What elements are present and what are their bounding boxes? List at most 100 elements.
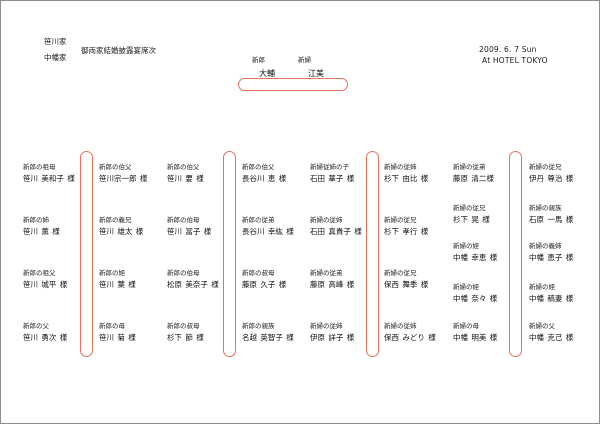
guest-entry: 新婦の従姉石田 真貴子 様 [310,216,362,236]
guest-entry: 新婦の義姉中幡 恵子 様 [529,242,573,262]
guest-entry: 新郎の姪笹川 葉 様 [99,269,136,289]
guest-relation: 新郎の祖父 [23,269,56,277]
guest-relation: 新婦の従姉 [384,163,417,171]
bride-name: 江美 [308,69,324,78]
guest-table-4 [509,151,522,357]
guest-name: 保西 舞季 様 [384,280,429,289]
guest-name: 中幡 稿妻 様 [529,294,574,303]
guest-entry: 新婦の従兄杉下 孝行 様 [384,216,428,236]
guest-relation: 新郎の義兄 [99,216,132,224]
guest-relation: 新婦の従兄 [529,163,562,171]
guest-relation: 新郎の伯母 [167,216,200,224]
guest-name: 笹川 城平 様 [23,280,68,289]
guest-name: 石田 華子 様 [310,174,355,183]
groom-name: 大輔 [259,69,275,78]
guest-entry: 新婦の従姉保西 みどり 様 [384,322,436,342]
guest-entry: 新郎の伯父笹川 要 様 [167,163,204,183]
event-venue: At HOTEL TOKYO [482,56,548,65]
guest-entry: 新郎の伯父笹川宗一郎 様 [99,163,147,183]
guest-relation: 新郎の母 [99,322,125,330]
guest-name: 藤原 高峰 様 [310,280,355,289]
guest-relation: 新婦の従兄 [453,204,486,212]
bride-role-label: 新婦 [298,56,311,64]
event-date: 2009. 6. 7 Sun [479,45,537,54]
guest-name: 長谷川 幸紘 様 [242,227,294,236]
guest-name: 杉下 晃 様 [453,215,490,224]
guest-name: 保西 みどり 様 [384,333,436,342]
guest-entry: 新郎の従弟長谷川 幸紘 様 [242,216,294,236]
guest-entry: 新郎の叔母藤原 久子 様 [242,269,286,289]
guest-relation: 新婦の従兄 [384,269,417,277]
guest-relation: 新郎の父 [23,322,49,330]
guest-relation: 新郎の叔母 [167,322,200,330]
guest-entry: 新婦の親族石原 一馬 様 [529,204,573,224]
guest-name: 笹川宗一郎 様 [99,174,148,183]
guest-entry: 新郎の伯母松原 美奈子 様 [167,269,219,289]
guest-relation: 新郎の叔母 [242,269,275,277]
guest-relation: 新婦の従姉 [310,216,343,224]
guest-table-1 [80,151,93,357]
guest-name: 藤原 清二様 [453,174,494,183]
guest-name: 中幡 奈々 様 [453,294,498,303]
guest-name: 笹川 菊 様 [99,333,136,342]
guest-relation: 新郎の姪 [99,269,125,277]
guest-entry: 新郎の祖母笹川 美和子 様 [23,163,75,183]
groom-role-label: 新郎 [252,56,265,64]
groom-family-name: 笹川家 [44,37,67,46]
guest-name: 松原 美奈子 様 [167,280,219,289]
guest-entry: 新婦の従弟藤原 高峰 様 [310,269,354,289]
guest-relation: 新婦の母 [453,322,479,330]
guest-entry: 新郎の叔母杉下 節 様 [167,322,204,342]
guest-entry: 新郎の伯父長谷川 恵 様 [242,163,286,183]
guest-entry: 新婦の姪中幡 奈々 様 [453,283,497,303]
guest-entry: 新郎の父笹川 勇次 様 [23,322,67,342]
guest-name: 笹川 雄太 様 [99,227,144,236]
guest-entry: 新婦の従兄杉下 晃 様 [453,204,490,224]
guest-name: 中幡 克己 様 [529,333,574,342]
guest-name: 伊丹 尊治 様 [529,174,574,183]
guest-relation: 新婦の従兄 [384,216,417,224]
guest-relation: 新郎の従弟 [242,216,275,224]
guest-relation: 新婦の従姉 [384,322,417,330]
guest-name: 笹川 美和子 様 [23,174,75,183]
guest-entry: 新郎の姉笹川 薫 様 [23,216,60,236]
guest-entry: 新婦の従姉伊原 詳子 様 [310,322,354,342]
bride-family-name: 中幡家 [44,53,67,62]
guest-name: 笹川 葉 様 [99,280,136,289]
guest-name: 藤原 久子 様 [242,280,287,289]
guest-entry: 新婦従姉の子石田 華子 様 [310,163,354,183]
guest-name: 笹川 要 様 [167,174,204,183]
guest-relation: 新婦の従姉 [310,322,343,330]
guest-name: 杉下 由比 様 [384,174,429,183]
guest-name: 伊原 詳子 様 [310,333,355,342]
head-table [238,78,348,91]
guest-entry: 新郎の母笹川 菊 様 [99,322,136,342]
guest-relation: 新婦の姪 [453,283,479,291]
guest-entry: 新婦の従兄伊丹 尊治 様 [529,163,573,183]
guest-name: 名越 英智子 様 [242,333,294,342]
guest-entry: 新郎の義兄笹川 雄太 様 [99,216,143,236]
guest-entry: 新郎の祖父笹川 城平 様 [23,269,67,289]
guest-name: 笹川 勇次 様 [23,333,68,342]
guest-relation: 新婦の義姉 [529,242,562,250]
guest-relation: 新婦の従弟 [453,163,486,171]
guest-table-3 [366,151,379,357]
guest-entry: 新婦の従兄保西 舞季 様 [384,269,428,289]
guest-entry: 新郎の伯母笹川 冨子 様 [167,216,211,236]
guest-relation: 新婦の姪 [529,283,555,291]
guest-relation: 新郎の伯母 [167,269,200,277]
guest-name: 中幡 幸恵 様 [453,253,498,262]
guest-entry: 新婦の姪中幡 幸恵 様 [453,242,497,262]
guest-entry: 新郎の親族名越 英智子 様 [242,322,294,342]
guest-relation: 新婦従姉の子 [310,163,349,171]
guest-entry: 新婦の母中幡 明美 様 [453,322,497,342]
guest-relation: 新婦の従弟 [310,269,343,277]
guest-relation: 新婦の親族 [529,204,562,212]
guest-table-2 [223,151,236,357]
guest-entry: 新婦の姪中幡 稿妻 様 [529,283,573,303]
guest-relation: 新婦の父 [529,322,555,330]
guest-relation: 新郎の祖母 [23,163,56,171]
guest-name: 石原 一馬 様 [529,215,574,224]
guest-entry: 新婦の父中幡 克己 様 [529,322,573,342]
